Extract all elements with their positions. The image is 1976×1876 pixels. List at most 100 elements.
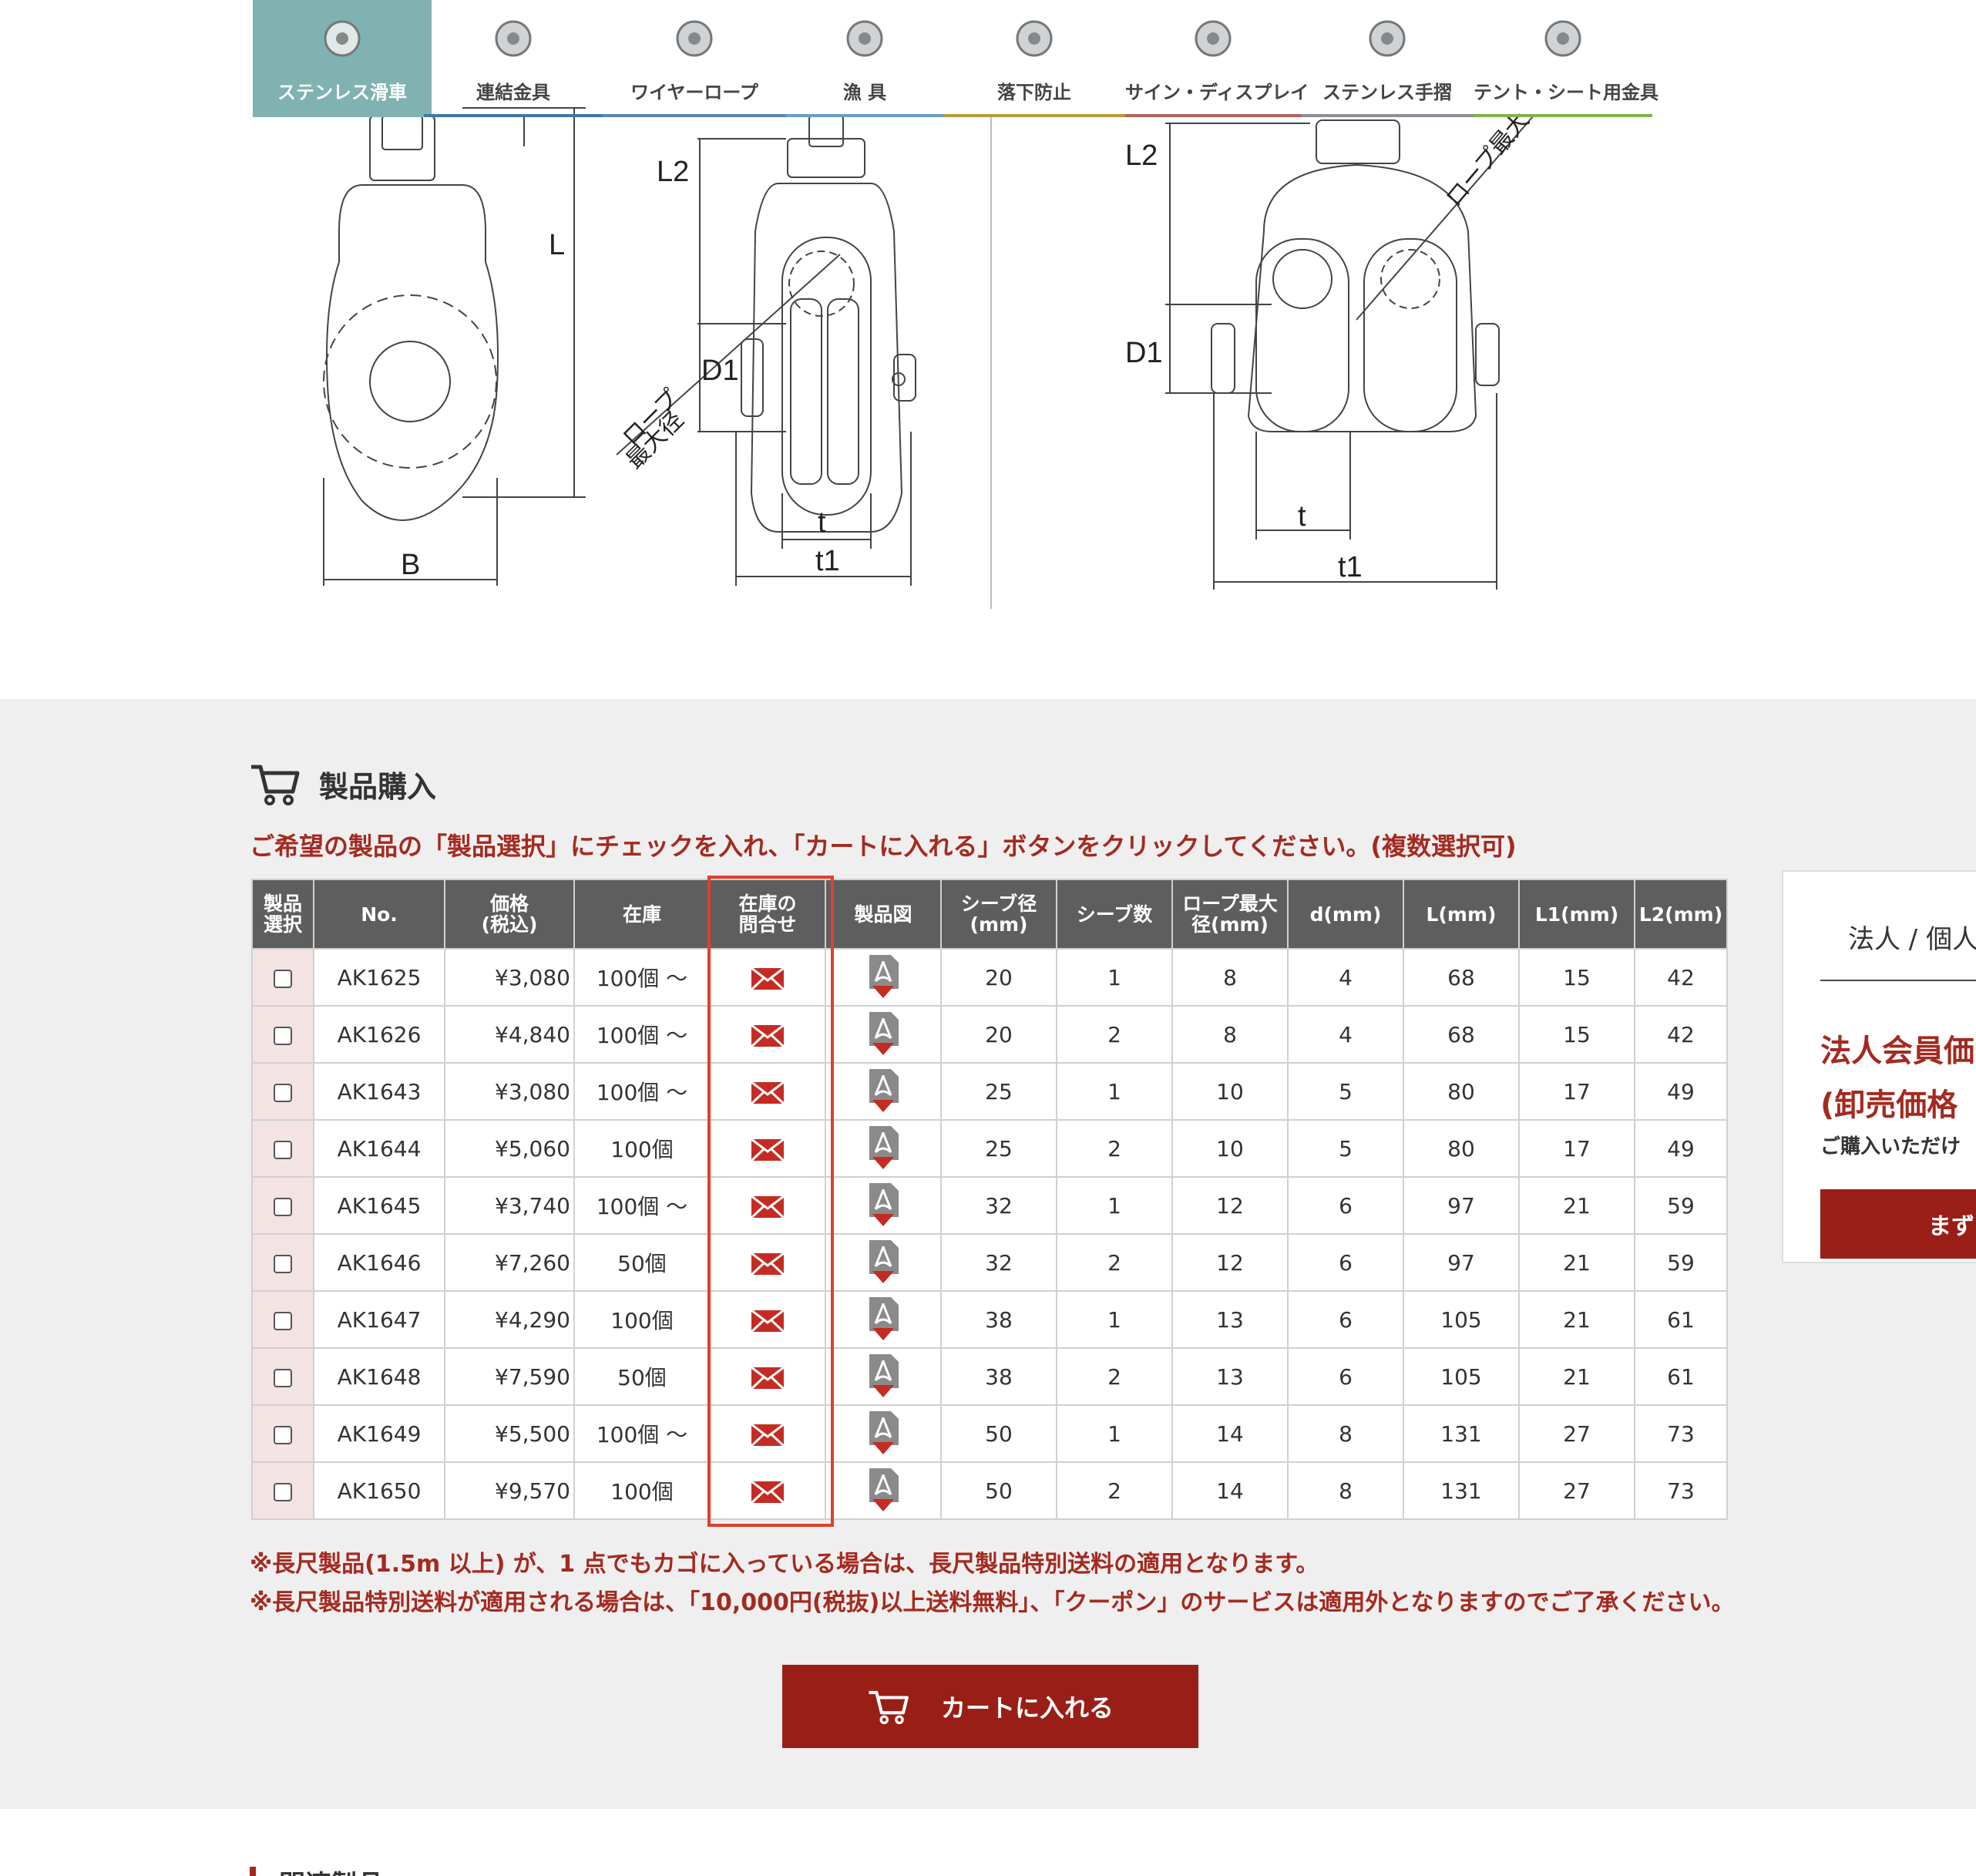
dim-label-D1-right: D1 [1125, 337, 1163, 369]
product-select-checkbox[interactable] [274, 1254, 292, 1273]
wire-rope-icon [676, 20, 713, 57]
spec-rope-max: 13 [1171, 1347, 1289, 1406]
spec-l: 105 [1403, 1347, 1520, 1406]
spec-l2: 42 [1634, 948, 1728, 1007]
mail-icon[interactable] [751, 1310, 784, 1332]
dim-label-D1-center: D1 [701, 355, 739, 387]
product-select-checkbox[interactable] [274, 1425, 292, 1444]
pdf-download-icon[interactable] [865, 1297, 902, 1342]
spec-sheave-count: 1 [1056, 1290, 1173, 1349]
product-stock: 100個 〜 [573, 1005, 711, 1064]
member-price-heading: 法人会員価 [1820, 1034, 1974, 1069]
product-select-checkbox[interactable] [274, 1083, 292, 1102]
pdf-download-icon[interactable] [865, 1069, 902, 1114]
product-dimension-diagram: L B L2 D1 t t1 L2 D1 t t1 ロープ 最大径 ロープ最大 [323, 107, 1534, 609]
spec-l: 97 [1403, 1233, 1520, 1292]
category-underline [253, 114, 432, 117]
spec-l2: 61 [1634, 1290, 1728, 1349]
pdf-download-icon[interactable] [865, 1012, 902, 1057]
mail-icon[interactable] [751, 1481, 784, 1503]
category-tab-8[interactable]: テント・シート用金具 [1474, 0, 1658, 117]
spec-l2: 49 [1634, 1062, 1728, 1121]
spec-l1: 15 [1518, 1005, 1635, 1064]
spec-sheave-dia: 20 [940, 1005, 1057, 1064]
stock-inquiry-cell [709, 1404, 826, 1463]
pdf-download-icon[interactable] [865, 1126, 902, 1171]
spec-rope-max: 12 [1171, 1176, 1289, 1235]
section-heading: 製品購入 [250, 761, 436, 807]
spec-l2: 59 [1634, 1233, 1728, 1292]
pdf-download-icon[interactable] [865, 955, 902, 1000]
side-panel-note: ご購入いただけ [1820, 1135, 1961, 1158]
drawing-cell [825, 1005, 942, 1064]
stock-inquiry-cell [709, 1233, 826, 1292]
pdf-download-icon[interactable] [865, 1354, 902, 1399]
mail-icon[interactable] [751, 1195, 784, 1218]
spec-sheave-dia: 25 [940, 1119, 1057, 1178]
mail-icon[interactable] [751, 1138, 784, 1161]
product-price: ¥5,060 [444, 1119, 575, 1178]
product-select-checkbox[interactable] [274, 1482, 292, 1501]
category-underline [786, 114, 943, 117]
spec-d: 4 [1287, 948, 1404, 1007]
category-tab-6[interactable]: サイン・ディスプレイ [1125, 0, 1309, 117]
stock-inquiry-cell [709, 1176, 826, 1235]
spec-rope-max: 10 [1171, 1119, 1289, 1178]
product-select-checkbox[interactable] [274, 1197, 292, 1216]
category-label: ワイヤーロープ [630, 82, 758, 103]
member-register-button[interactable]: まず [1820, 1189, 1976, 1259]
purchase-section: 製品購入 ご希望の製品の「製品選択」にチェックを入れ、「カートに入れる」ボタンを… [0, 699, 1976, 1809]
select-cell [251, 1176, 314, 1235]
product-number: AK1625 [313, 948, 445, 1007]
spec-l1: 15 [1518, 948, 1635, 1007]
product-select-checkbox[interactable] [274, 969, 292, 988]
dim-label-t-center: t [818, 506, 826, 539]
column-header: 製品 選択 [251, 879, 314, 950]
category-tab-4[interactable]: 漁 具 [786, 0, 943, 117]
category-tab-3[interactable]: ワイヤーロープ [603, 0, 786, 117]
product-select-checkbox[interactable] [274, 1140, 292, 1159]
mail-icon[interactable] [751, 1024, 784, 1047]
mail-icon[interactable] [751, 967, 784, 990]
category-tab-7[interactable]: ステンレス手摺 [1301, 0, 1474, 117]
add-to-cart-button[interactable]: カートに入れる [782, 1665, 1198, 1748]
pdf-download-icon[interactable] [865, 1411, 902, 1456]
category-tab-5[interactable]: 落下防止 [943, 0, 1125, 117]
dim-label-B: B [401, 549, 420, 581]
spec-l: 131 [1403, 1404, 1520, 1463]
spec-l: 68 [1403, 1005, 1520, 1064]
product-select-checkbox[interactable] [274, 1368, 292, 1387]
product-number: AK1643 [313, 1062, 445, 1121]
category-tab-2[interactable]: 連結金具 [424, 0, 603, 117]
spec-l2: 73 [1634, 1404, 1728, 1463]
dim-label-L: L [549, 229, 565, 261]
mail-icon[interactable] [751, 1367, 784, 1389]
pdf-download-icon[interactable] [865, 1183, 902, 1228]
product-price: ¥7,260 [444, 1233, 575, 1292]
product-number: AK1645 [313, 1176, 445, 1235]
product-stock: 100個 [573, 1461, 711, 1520]
pdf-download-icon[interactable] [865, 1240, 902, 1285]
product-select-checkbox[interactable] [274, 1026, 292, 1045]
pdf-download-icon[interactable] [865, 1468, 902, 1513]
mail-icon[interactable] [751, 1081, 784, 1104]
spec-d: 4 [1287, 1005, 1404, 1064]
mail-icon[interactable] [751, 1424, 784, 1446]
spec-sheave-count: 2 [1056, 1347, 1173, 1406]
spec-l2: 42 [1634, 1005, 1728, 1064]
side-panel-title: 法人 / 個人 [1848, 924, 1976, 955]
spec-sheave-dia: 25 [940, 1062, 1057, 1121]
tent-sheet-icon [1544, 20, 1581, 57]
product-price: ¥3,080 [444, 948, 575, 1007]
stock-inquiry-cell [709, 1461, 826, 1520]
mail-icon[interactable] [751, 1252, 784, 1275]
product-select-checkbox[interactable] [274, 1311, 292, 1330]
spec-rope-max: 12 [1171, 1233, 1289, 1292]
category-tab-1[interactable]: ステンレス滑車 [253, 0, 432, 117]
